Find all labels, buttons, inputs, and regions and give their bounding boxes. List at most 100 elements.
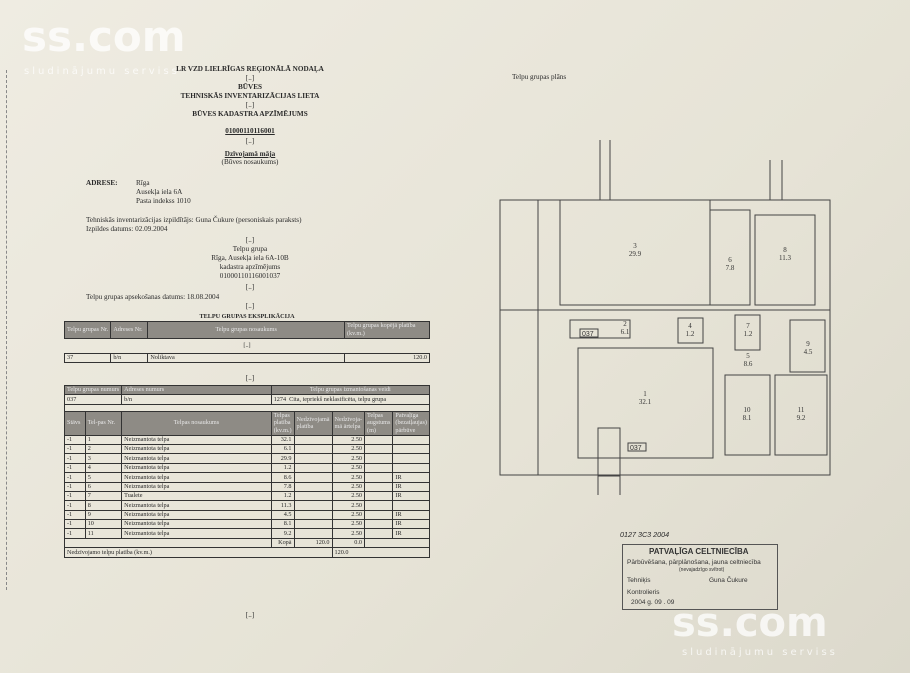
cell: IR: [392, 472, 430, 483]
cell: 2.50: [331, 481, 366, 492]
col-header: Stāvs: [64, 410, 86, 436]
cell: 6.1: [270, 443, 295, 455]
plan-room-area: 1.2: [744, 330, 753, 338]
cell: 2.50: [331, 509, 366, 521]
cell: [293, 472, 333, 483]
watermark-sub-2: sludinājumu serviss: [682, 647, 838, 658]
cell: [392, 453, 430, 464]
cell: 9: [84, 509, 123, 521]
plan-tag: 037: [582, 331, 594, 338]
explication-table: TELPU GRUPAS EKSPLIKĀCIJA Telpu grupas N…: [63, 313, 430, 363]
total-label: Kopā: [270, 537, 295, 549]
cell: IR: [392, 519, 430, 530]
plan-room-label: 11: [798, 406, 805, 414]
cell: Neizmantota telpa: [121, 434, 272, 445]
plan-room-area: 8.6: [744, 360, 753, 368]
ellipsis: [..]: [245, 283, 255, 291]
plan-room-label: 2: [623, 320, 627, 328]
cell: [364, 490, 394, 502]
cell: 2.50: [331, 500, 366, 511]
cell: [364, 519, 394, 530]
cell: Neizmantota telpa: [121, 500, 272, 511]
plan-room-label: 5: [746, 352, 750, 360]
col-header: Telpu grupas Nr.: [63, 321, 112, 339]
plan-room-label: 6: [728, 256, 732, 264]
cell: -1: [64, 434, 86, 445]
cell: [364, 528, 394, 539]
cell: [364, 472, 394, 483]
stamp-line: (nevajadzīgo svītrot): [679, 567, 725, 573]
col-header: Telpas platība (kv.m.): [270, 410, 295, 436]
cell: 037: [63, 394, 123, 405]
address-line: Ausekļa iela 6A: [136, 188, 183, 196]
col-header: Telpu grupas numurs: [63, 384, 123, 396]
cell: -1: [64, 443, 86, 455]
cell: -1: [64, 490, 86, 502]
margin-line: [6, 70, 8, 590]
cell: -1: [64, 462, 86, 474]
total-value: 120.0: [293, 537, 333, 549]
ellipsis: [..]: [245, 74, 255, 82]
stamp-name: Guna Čukure: [709, 577, 748, 584]
cell: Neizmantota telpa: [121, 509, 272, 521]
ellipsis: [..]: [245, 101, 255, 109]
watermark-brand: ss.com: [22, 12, 186, 61]
col-header: Adreses Nr.: [110, 321, 149, 339]
cell: [293, 481, 333, 492]
plan-room-label: 3: [633, 242, 637, 250]
cell: 32.1: [270, 434, 295, 445]
cell: IR: [392, 490, 430, 502]
cell: 8.6: [270, 472, 295, 483]
address-label: ADRESE:: [86, 179, 118, 187]
cell: [293, 443, 333, 455]
nonresidential-label: Nedzīvojamo telpu platība (kv.m.): [64, 547, 333, 558]
header-line: TEHNISKĀS INVENTARIZĀCIJAS LIETA: [180, 92, 320, 100]
performer: Tehniskās inventarizācijas izpildītājs: …: [86, 216, 302, 224]
cell: [364, 481, 394, 492]
cell: [293, 519, 333, 530]
cell: 2.50: [331, 443, 366, 455]
plan-room-area: 9.2: [797, 414, 806, 422]
col-header: Adreses numurs: [121, 384, 272, 396]
group-address: Rīga, Ausekļa iela 6A-10B: [211, 254, 289, 262]
cell: 3: [84, 453, 123, 464]
cell: IR: [392, 528, 430, 539]
stamp-line: Tehniķis: [627, 577, 651, 584]
cadastre-number: 01000110116001: [225, 127, 275, 135]
cell: 6: [84, 481, 123, 492]
cell: [293, 490, 333, 502]
cell: 2.50: [331, 528, 366, 539]
total-value: 0.0: [331, 537, 366, 549]
date: Izpildes datums: 02.09.2004: [86, 225, 168, 233]
cell: [293, 500, 333, 511]
cell: [293, 462, 333, 474]
plan-room-label: 1: [643, 390, 647, 398]
cell: 1.2: [270, 462, 295, 474]
plan-room-area: 8.1: [743, 414, 752, 422]
cell: -1: [64, 472, 86, 483]
nonresidential-value: 120.0: [331, 547, 431, 558]
col-header: Telpu grupas izmantošanas veidi: [270, 384, 431, 396]
cell: 2.50: [331, 519, 366, 530]
ellipsis: [..]: [245, 302, 255, 310]
col-header: Telpas nosaukums: [121, 410, 272, 436]
cell: Tualete: [121, 490, 272, 502]
plan-room-label: 10: [744, 406, 752, 414]
col-header: Patvaļīga (bezatļaujas) pārbūve: [392, 410, 430, 436]
plan-room-area: 29.9: [629, 250, 642, 258]
cell: [392, 462, 430, 474]
plan-room-label: 9: [806, 340, 810, 348]
cell: Neizmantota telpa: [121, 472, 272, 483]
cell: [392, 500, 430, 511]
cell: 11.3: [270, 500, 295, 511]
cell: [364, 443, 394, 455]
cell: 2.50: [331, 434, 366, 445]
